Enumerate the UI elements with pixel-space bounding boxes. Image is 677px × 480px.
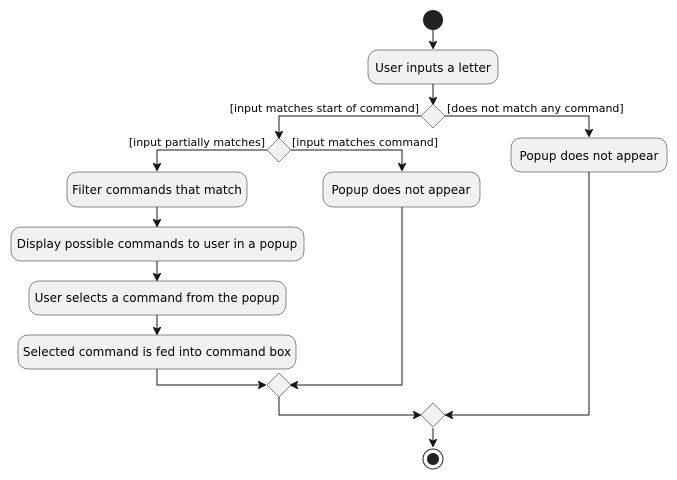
action-user-selects-command: User selects a command from the popup xyxy=(28,280,287,316)
edge-middle-popup-to-merge xyxy=(291,207,403,385)
guard-input-matches-command: [input matches command] xyxy=(292,136,438,149)
action-label: User selects a command from the popup xyxy=(35,291,280,305)
decision-diamond-match xyxy=(420,103,446,129)
action-filter-commands: Filter commands that match xyxy=(66,171,248,208)
action-label: Display possible commands to user in a p… xyxy=(17,237,298,251)
action-label: Popup does not appear xyxy=(332,183,471,197)
action-popup-not-appear-middle: Popup does not appear xyxy=(322,171,481,208)
guard-input-partially-matches: [input partially matches] xyxy=(129,136,265,149)
merge-diamond-inner xyxy=(266,372,292,398)
action-display-possible-commands: Display possible commands to user in a p… xyxy=(10,226,305,262)
edge-decision-left xyxy=(279,115,421,138)
decision-diamond-partial xyxy=(266,137,292,163)
action-popup-not-appear-right: Popup does not appear xyxy=(510,137,668,173)
end-node xyxy=(422,448,444,470)
edges xyxy=(157,30,589,446)
merge-diamond-outer xyxy=(420,402,446,428)
edge-merge-to-final-merge xyxy=(278,397,420,415)
edge-partial-right xyxy=(291,149,402,170)
edge-right-popup-to-final-merge xyxy=(446,172,590,415)
start-node xyxy=(423,10,443,30)
action-selected-command-fed: Selected command is fed into command box xyxy=(17,334,297,370)
action-user-inputs-letter: User inputs a letter xyxy=(367,49,499,85)
edge-decision-right xyxy=(445,115,589,136)
action-label: Filter commands that match xyxy=(72,183,242,197)
edge-partial-left xyxy=(157,149,267,170)
action-label: Selected command is fed into command box xyxy=(23,345,291,359)
guard-does-not-match: [does not match any command] xyxy=(447,102,624,115)
action-label: Popup does not appear xyxy=(520,149,659,163)
edge-fed-to-merge xyxy=(156,369,265,385)
action-label: User inputs a letter xyxy=(375,61,491,75)
guard-input-matches-start: [input matches start of command] xyxy=(230,102,419,115)
